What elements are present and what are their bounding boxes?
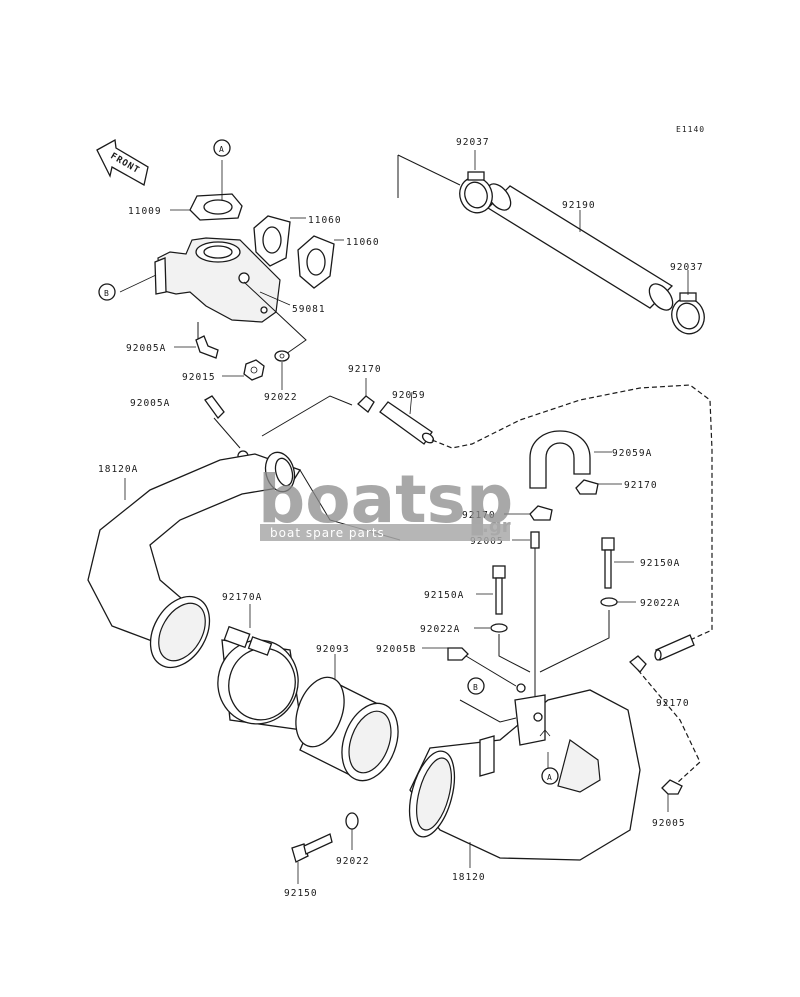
part-label-92005-mid: 92005 [470, 536, 504, 547]
hose-clamp-92170A [217, 604, 303, 731]
part-label-92190: 92190 [562, 200, 596, 211]
part-label-92037-top: 92037 [456, 137, 490, 148]
part-label-92170-top: 92170 [348, 364, 382, 375]
part-label-92059A: 92059A [612, 448, 652, 459]
part-label-18120A: 18120A [98, 464, 138, 475]
marker-a-bottom: A [547, 773, 553, 782]
part-label-92005A-a: 92005A [126, 343, 166, 354]
watermark-tagline: boat spare parts [270, 526, 385, 540]
part-label-92170A: 92170A [222, 592, 262, 603]
bottom-hardware-group [291, 779, 683, 884]
exhaust-pipe-18120 [408, 683, 641, 868]
part-label-92150: 92150 [284, 888, 318, 899]
part-label-92005A-b: 92005A [130, 398, 170, 409]
part-label-92005B: 92005B [376, 644, 416, 655]
marker-a-top: A [219, 145, 225, 154]
front-direction-arrow: FRONT [96, 138, 149, 186]
small-hoses-group [204, 378, 713, 785]
part-label-92170-bottom: 92170 [656, 698, 690, 709]
exhaust-pipe-18120A [87, 451, 401, 669]
part-label-92170-mid: 92170 [624, 480, 658, 491]
part-label-92093: 92093 [316, 644, 350, 655]
part-label-92022: 92022 [264, 392, 298, 403]
boatsp-watermark: boatsp .gr boat spare parts [258, 461, 513, 541]
part-number-labels: E1140 92037 92190 92037 11009 11060 1106… [98, 125, 705, 899]
exhaust-manifold-group [119, 160, 344, 390]
marker-b-bottom: B [473, 683, 479, 692]
part-label-92170-left: 92170 [462, 510, 496, 521]
watermark-tagline-bar [260, 524, 510, 541]
part-label-92059: 92059 [392, 390, 426, 401]
part-label-92022A-mid: 92022A [420, 624, 460, 635]
part-label-92022A-right: 92022A [640, 598, 680, 609]
part-label-59081: 59081 [292, 304, 326, 315]
part-label-92150A-right: 92150A [640, 558, 680, 569]
hose-92190-group [397, 150, 705, 335]
mounting-hardware-group [422, 537, 636, 687]
part-label-92005-bottom: 92005 [652, 818, 686, 829]
part-label-92037-right: 92037 [670, 262, 704, 273]
diagram-code: E1140 [676, 125, 705, 134]
part-label-92022-bottom: 92022 [336, 856, 370, 867]
part-label-18120: 18120 [452, 872, 486, 883]
part-label-92015: 92015 [182, 372, 216, 383]
marker-b-left: B [104, 289, 110, 298]
part-label-11009: 11009 [128, 206, 162, 217]
part-label-92150A-mid: 92150A [424, 590, 464, 601]
rubber-sleeve-92093 [295, 654, 399, 782]
part-label-11060-a: 11060 [308, 215, 342, 226]
callout-markers: A B B A [98, 139, 559, 785]
part-label-11060-b: 11060 [346, 237, 380, 248]
